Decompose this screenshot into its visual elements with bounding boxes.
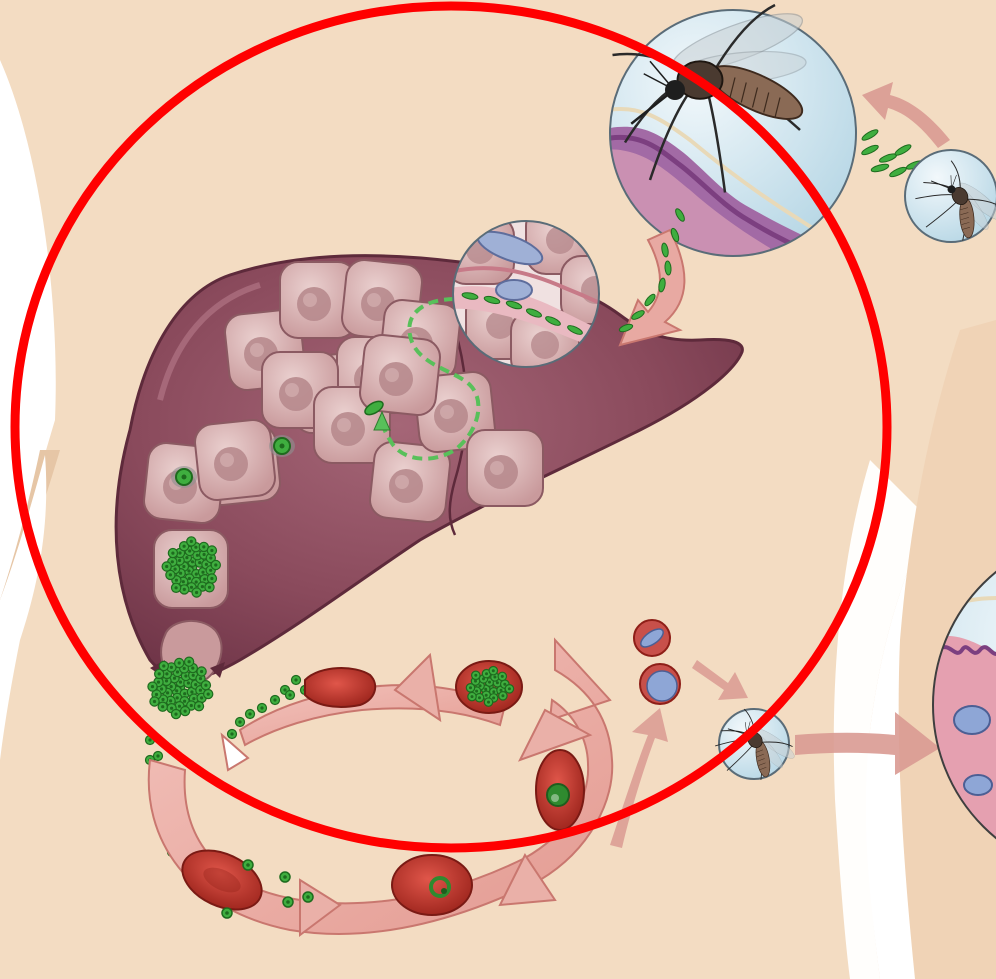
hepatocyte xyxy=(467,430,543,506)
rbc-schizont xyxy=(456,661,522,713)
hepatocyte xyxy=(193,418,277,502)
liver-schizont xyxy=(154,530,228,608)
rbc-ring-stage xyxy=(392,855,472,915)
rbc-ruptured xyxy=(305,668,375,707)
rbc-trophozoite xyxy=(536,750,584,830)
